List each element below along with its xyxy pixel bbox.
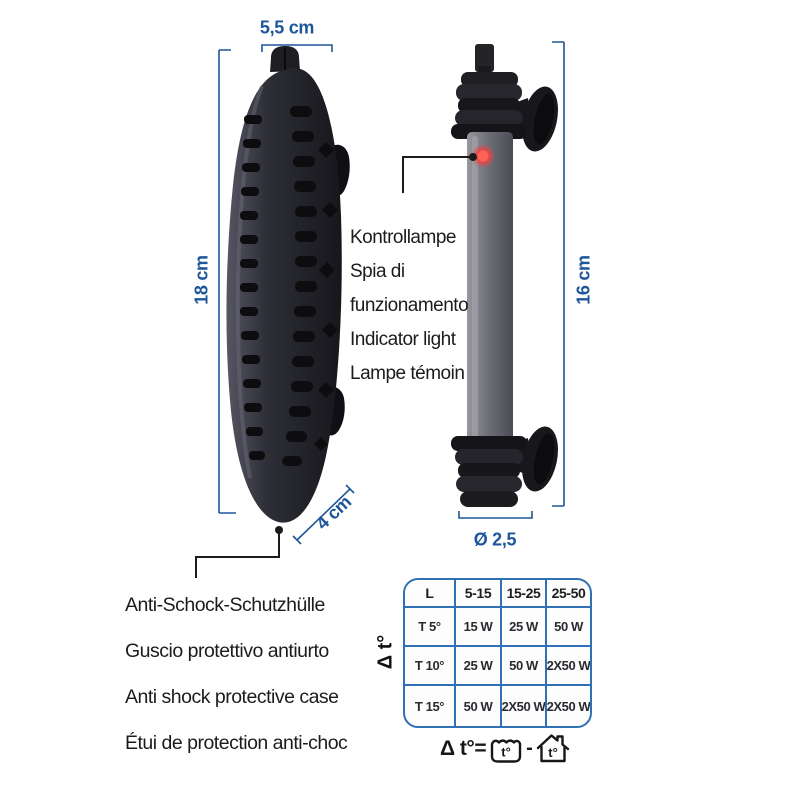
callout-indicator-light: [402, 153, 477, 193]
indicator-label-line: Lampe témoin: [350, 363, 465, 384]
heater-tube: [467, 132, 513, 450]
tank-temp-value: t°: [501, 745, 511, 760]
table-header-cell: L: [425, 585, 434, 601]
case-label-block: Anti-Schock-Schutzhülle Guscio protettiv…: [125, 582, 348, 766]
indicator-label-line: funzionamento: [350, 295, 469, 316]
dim-bracket-case-top-width: [261, 44, 333, 52]
table-value-cell: 15 W: [454, 606, 500, 645]
case-label-line: Anti shock protective case: [125, 686, 339, 708]
indicator-light: [471, 144, 495, 168]
table-value-cell: 25 W: [454, 645, 500, 684]
heater-illustration: [451, 44, 558, 507]
dim-label-case-top-width: 5,5 cm: [259, 17, 315, 38]
table-value-cell: 2X50 W: [545, 684, 590, 726]
case-label-line: Étui de protection anti-choc: [125, 732, 348, 754]
dimension-lines: [218, 41, 565, 545]
dim-line-case-height: [218, 49, 236, 514]
dim-line-heater-height: [552, 41, 565, 507]
table-header-cell: 25-50: [545, 580, 590, 606]
callout-case: [195, 526, 283, 578]
house-temp-value: t°: [548, 745, 558, 760]
dim-label-case-height: 18 cm: [191, 255, 212, 305]
table-row-label: T 15°: [405, 684, 454, 726]
case-label-line: Guscio protettivo antiurto: [125, 640, 329, 662]
power-table-axis-label: Δ t°: [374, 634, 397, 670]
heater-top-cap: [451, 72, 527, 139]
aquarium-temp-icon: t°: [490, 739, 522, 763]
heater-cable-stub: [475, 44, 494, 72]
case-vent-slots-right: [282, 106, 317, 466]
dim-label-heater-height: 16 cm: [573, 255, 594, 305]
dim-label-heater-diameter: Ø 2,5: [473, 529, 517, 550]
case-vent-slots-left: [240, 115, 265, 460]
house-temp-icon: t°: [536, 733, 569, 762]
table-value-cell: 50 W: [454, 684, 500, 726]
heater-suction-cup-bottom: [506, 426, 558, 492]
table-value-cell: 2X50 W: [545, 645, 590, 684]
table-value-cell: 25 W: [500, 606, 545, 645]
delta-t-formula: Δ t°= t° - t°: [440, 732, 570, 766]
indicator-label-line: Spia di: [350, 261, 405, 282]
formula-minus: -: [526, 736, 533, 759]
protective-case-illustration: [226, 46, 350, 523]
table-value-cell: 2X50 W: [500, 684, 545, 726]
indicator-label-block: Kontrollampe Spia di funzionamento Indic…: [350, 221, 469, 391]
table-header-cell: 15-25: [500, 580, 545, 606]
table-row-label: T 10°: [405, 645, 454, 684]
case-label-line: Anti-Schock-Schutzhülle: [125, 594, 325, 616]
dim-bracket-heater-diameter: [458, 511, 533, 519]
table-value-cell: 50 W: [500, 645, 545, 684]
indicator-label-line: Indicator light: [350, 329, 456, 350]
table-value-cell: 50 W: [545, 606, 590, 645]
case-vent-diamonds: [314, 142, 338, 451]
indicator-label-line: Kontrollampe: [350, 227, 456, 248]
table-row-label: T 5°: [405, 606, 454, 645]
dim-line-case-bottom-width: [292, 484, 355, 545]
heater-bottom-cap: [451, 436, 527, 507]
table-header-cell: 5-15: [454, 580, 500, 606]
power-table: L 5-15 15-25 25-50 T 5° 15 W 25 W 50 W T…: [403, 578, 592, 728]
callout-lines: [195, 153, 477, 578]
formula-lhs: Δ t°=: [440, 737, 487, 760]
